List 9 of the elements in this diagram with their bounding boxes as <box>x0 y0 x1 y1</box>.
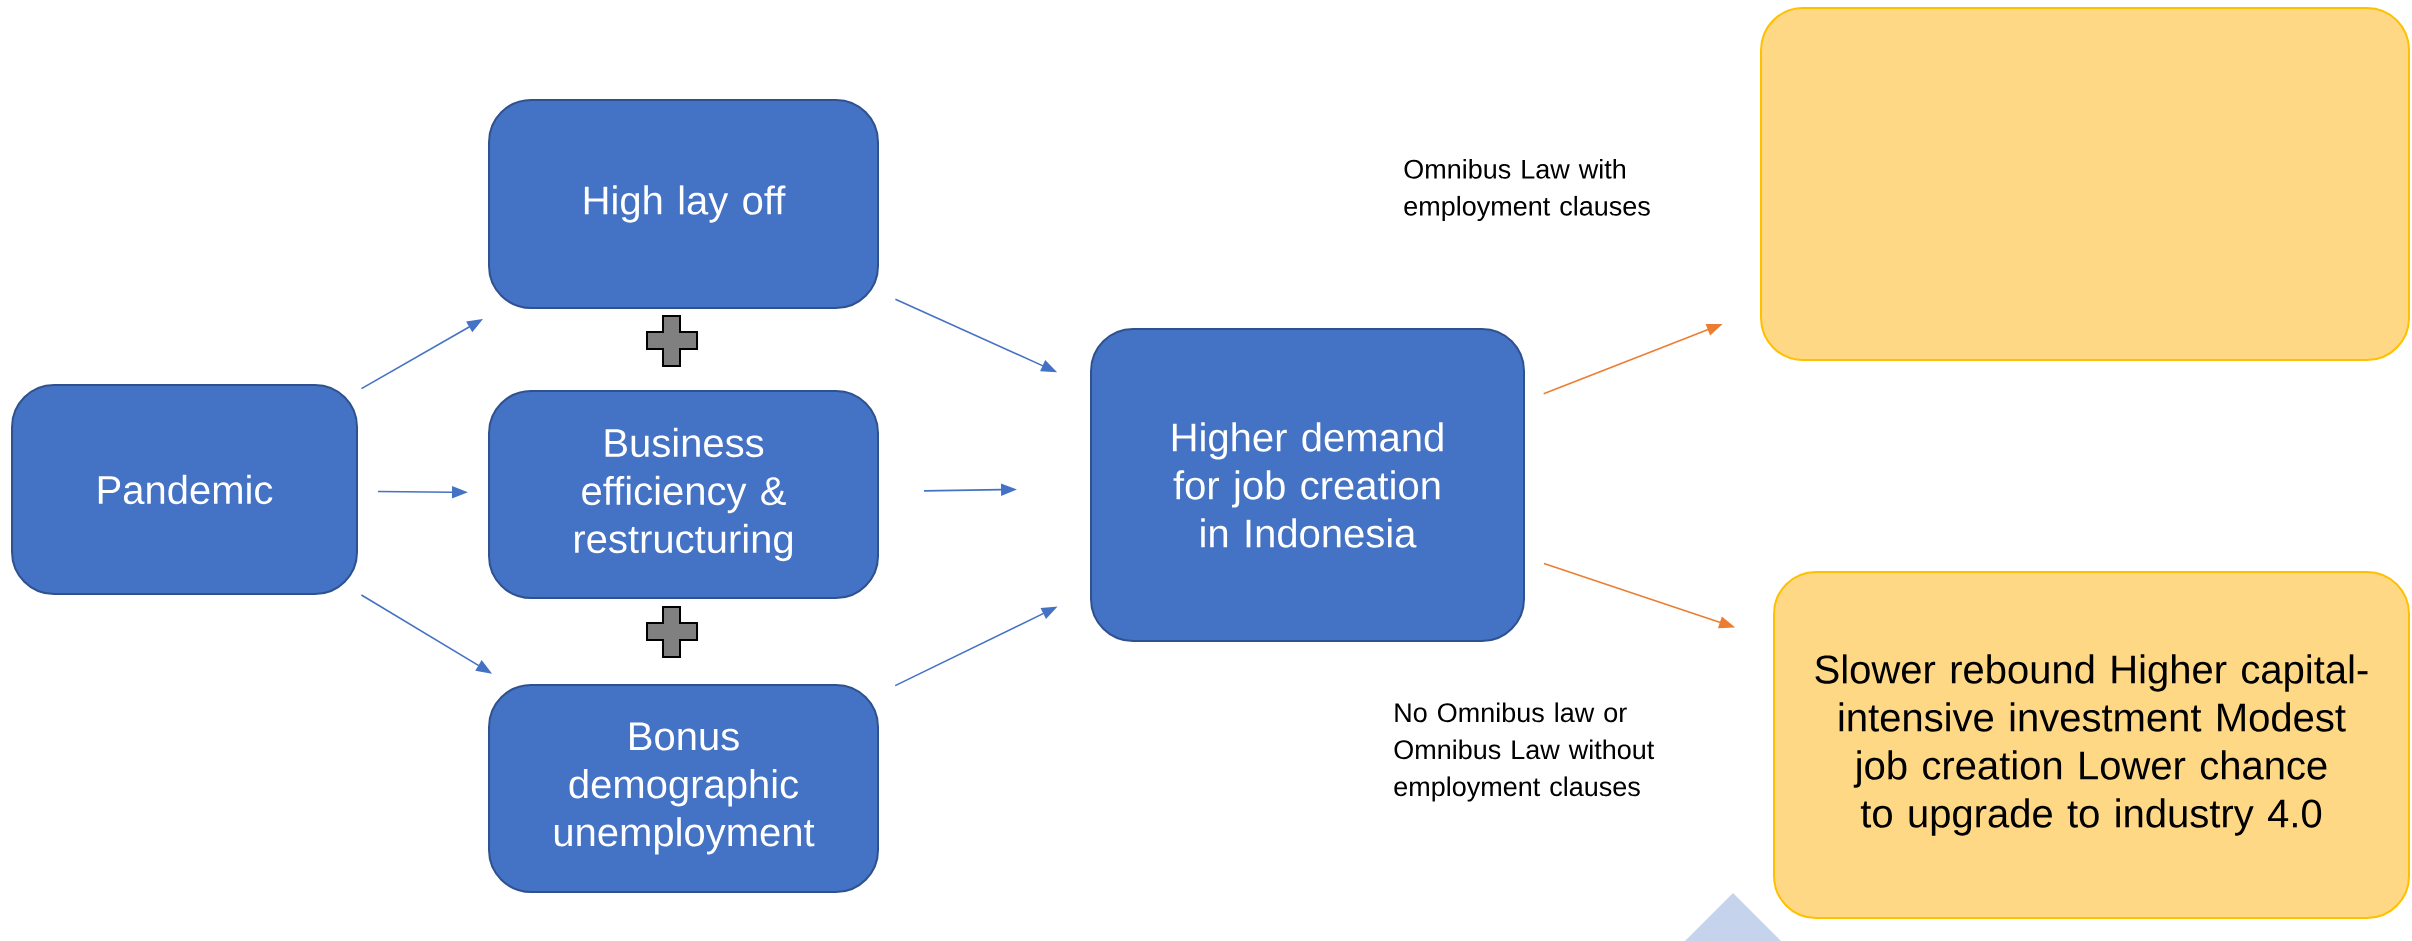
empty-box <box>1760 7 2410 361</box>
edge-label: Omnibus Law with employment clauses <box>1404 158 1650 222</box>
process-box: Higher demand for job creation in Indonesia <box>1090 328 1525 642</box>
outcome-box: Slower rebound Higher capital-intensive investment Modest job creation Lower chance to upgrade to industry 4.0 <box>1773 571 2410 919</box>
process-box: High lay off <box>488 99 879 309</box>
process-box: Bonus demographic unemployment <box>488 684 879 893</box>
edge-label: No Omnibus law or Omnibus Law without employment clauses <box>1394 702 1655 802</box>
process-box: Business efficiency & restructuring <box>488 390 879 599</box>
process-box: Pandemic <box>11 384 358 595</box>
